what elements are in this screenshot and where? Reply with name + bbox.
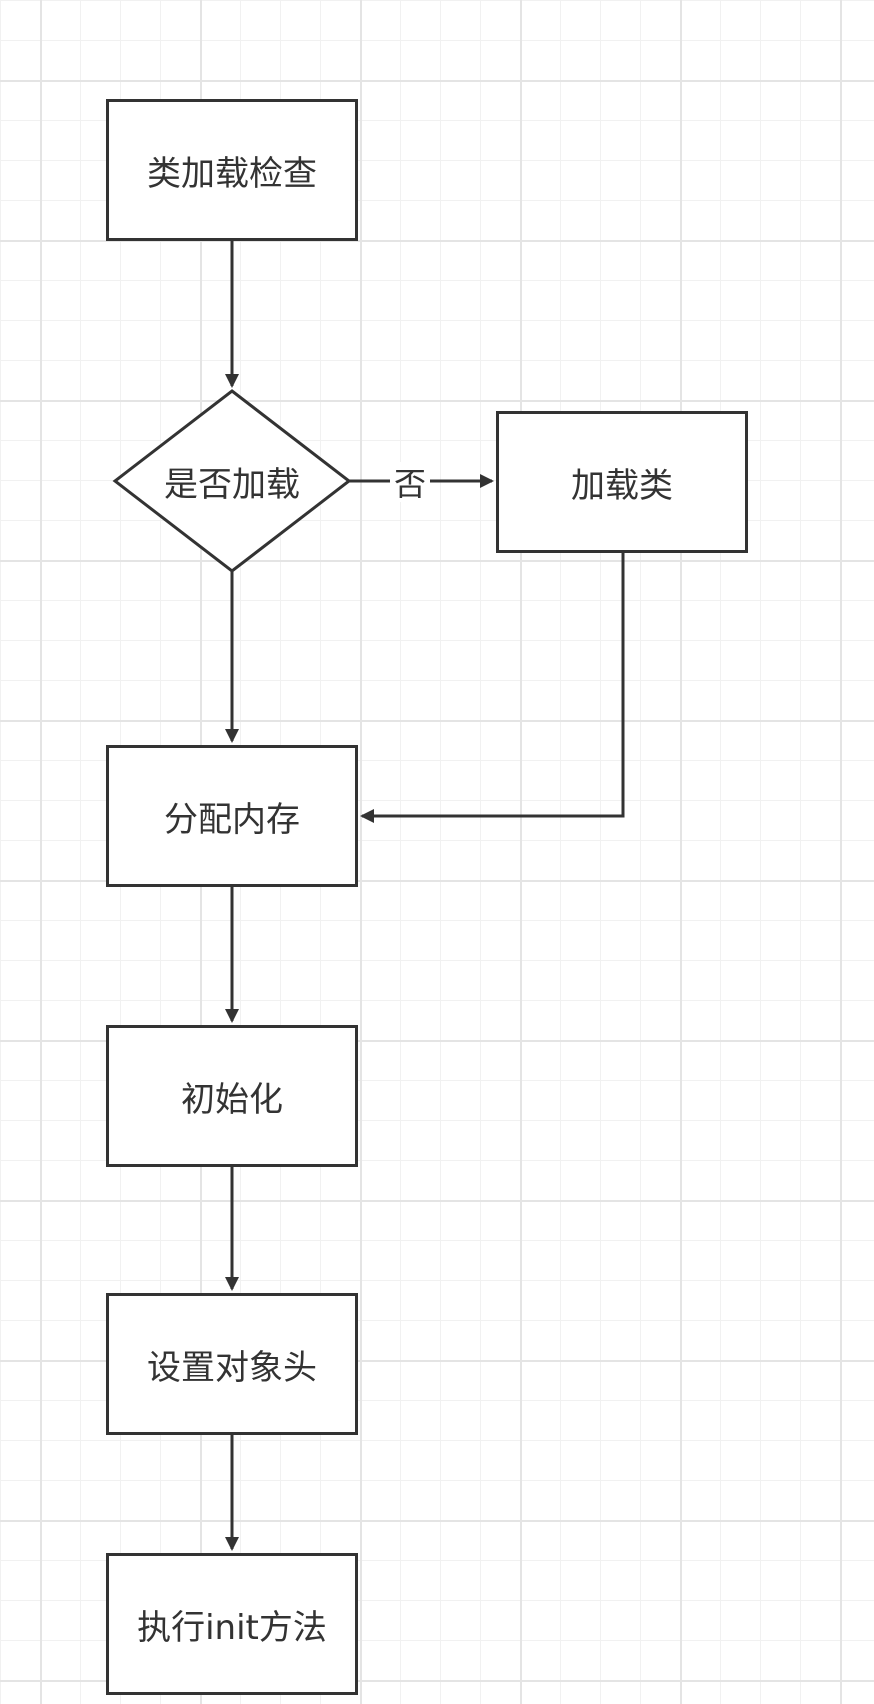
- node-execute-init: 执行init方法: [106, 1553, 358, 1695]
- node-is-loaded: 是否加载: [164, 464, 300, 505]
- node-allocate-memory: 分配内存: [106, 745, 358, 887]
- node-initialize: 初始化: [106, 1025, 358, 1167]
- node-set-object-header: 设置对象头: [106, 1293, 358, 1435]
- arrow-load-class-to-allocate: [360, 552, 625, 823]
- node-load-class: 加载类: [496, 411, 748, 553]
- node-class-load-check: 类加载检查: [106, 99, 358, 241]
- edge-label-no: 否: [390, 462, 430, 503]
